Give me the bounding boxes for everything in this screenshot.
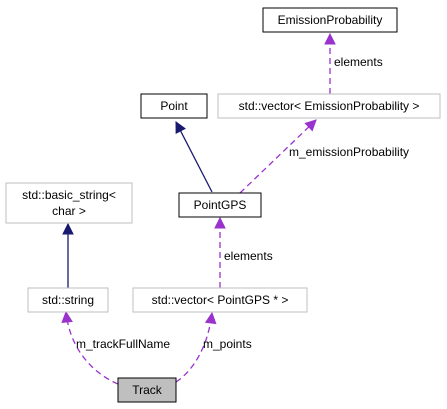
node-label: std::string (42, 293, 94, 307)
edge-label-pointgps-emission: m_emissionProbability (289, 145, 409, 159)
node-emission-probability[interactable]: EmissionProbability (262, 7, 398, 33)
node-basic-string[interactable]: std::basic_string< char > (5, 182, 133, 224)
edge-label-vector-emission-elements: elements (334, 55, 383, 69)
node-point-gps[interactable]: PointGPS (178, 192, 262, 218)
node-label: Point (160, 99, 188, 113)
node-vector-emission-probability[interactable]: std::vector< EmissionProbability > (217, 93, 441, 119)
node-vector-pointgps[interactable]: std::vector< PointGPS * > (132, 287, 308, 313)
node-point[interactable]: Point (140, 93, 208, 119)
edge-pointgps-inherits-point (175, 122, 213, 193)
node-std-string[interactable]: std::string (27, 287, 109, 313)
edge-track-full-name (66, 312, 119, 385)
node-label: std::vector< PointGPS * > (152, 293, 289, 307)
edge-label-track-points: m_points (203, 337, 252, 351)
node-label-line2: char > (52, 204, 86, 218)
node-label: std::vector< EmissionProbability > (239, 99, 420, 113)
edge-pointgps-emission (239, 120, 316, 194)
node-label-line1: std::basic_string< (22, 188, 116, 202)
edge-track-points (175, 313, 212, 383)
node-label: PointGPS (194, 198, 247, 212)
node-label: Track (132, 383, 163, 397)
node-track[interactable]: Track (117, 377, 177, 403)
node-label: EmissionProbability (278, 13, 383, 27)
edge-label-vector-pointgps-elements: elements (224, 249, 273, 263)
edge-label-track-full-name: m_trackFullName (76, 337, 170, 351)
